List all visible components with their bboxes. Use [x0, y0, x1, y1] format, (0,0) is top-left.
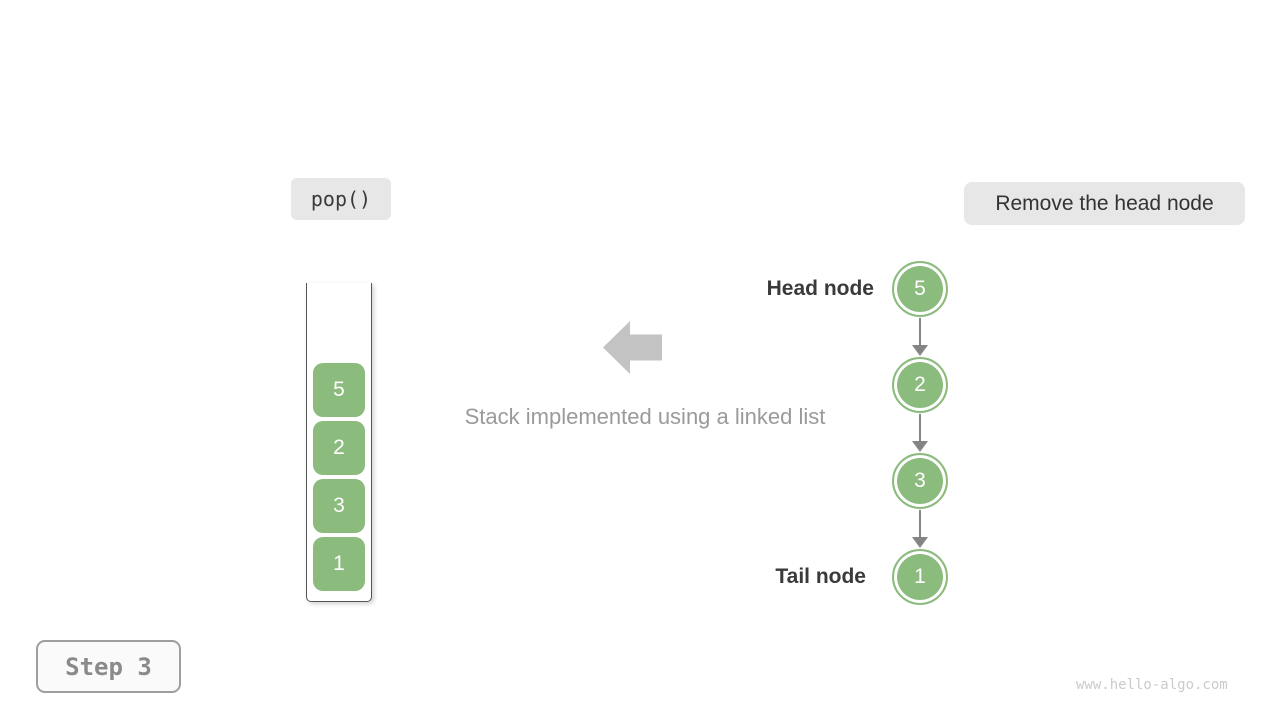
remove-head-annotation: Remove the head node	[964, 182, 1245, 225]
linked-list-node: 5	[892, 261, 948, 317]
linked-list-node: 3	[892, 453, 948, 509]
stack-item: 2	[313, 421, 365, 475]
stack-container: 5 2 3 1	[306, 283, 372, 602]
down-arrow-icon	[912, 510, 928, 548]
pop-operation-label: pop()	[291, 178, 391, 220]
linked-list-node: 2	[892, 357, 948, 413]
step-indicator: Step 3	[36, 640, 181, 693]
stack-item: 3	[313, 479, 365, 533]
diagram-caption: Stack implemented using a linked list	[464, 404, 826, 429]
linked-list-node: 1	[892, 549, 948, 605]
down-arrow-icon	[912, 414, 928, 452]
down-arrow-icon	[912, 318, 928, 356]
tail-node-label: Tail node	[775, 565, 866, 588]
watermark: www.hello-algo.com	[1076, 677, 1228, 693]
stack-item: 1	[313, 537, 365, 591]
stack-item: 5	[313, 363, 365, 417]
head-node-label: Head node	[766, 277, 874, 300]
left-block-arrow-icon	[603, 321, 662, 374]
